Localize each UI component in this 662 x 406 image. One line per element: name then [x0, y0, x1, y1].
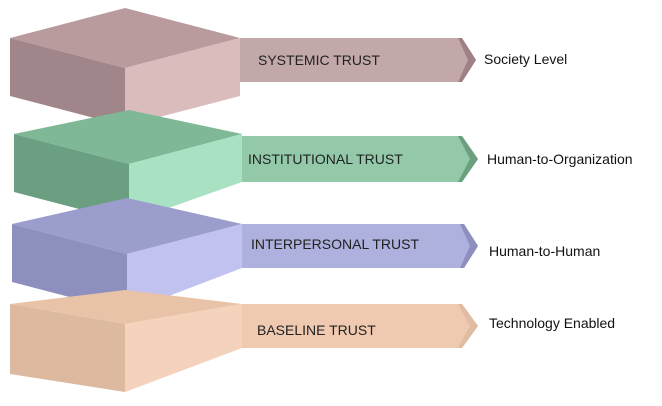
- layer-arrow: [242, 136, 478, 182]
- layer-arrow: [240, 38, 476, 82]
- layer-label: INSTITUTIONAL TRUST: [248, 151, 403, 167]
- layer-institutional-trust: INSTITUTIONAL TRUST Human-to-Organizatio…: [14, 110, 633, 222]
- chevron-right-icon: [460, 224, 478, 268]
- layer-block-top: [12, 198, 242, 254]
- chevron-right-icon: [458, 304, 478, 348]
- layer-level-label: Technology Enabled: [489, 315, 615, 331]
- layer-block-front: [125, 304, 242, 392]
- layer-level-label: Society Level: [484, 51, 567, 67]
- layer-block-front: [125, 38, 240, 126]
- layer-label: SYSTEMIC TRUST: [258, 52, 380, 68]
- layer-block-side: [14, 134, 129, 222]
- layer-systemic-trust: SYSTEMIC TRUST Society Level: [10, 8, 567, 126]
- layer-arrow: [242, 304, 478, 348]
- layer-baseline-trust: BASELINE TRUST Technology Enabled: [10, 290, 615, 392]
- layer-block-side: [10, 304, 125, 392]
- chevron-right-icon: [458, 136, 478, 182]
- layer-interpersonal-trust: INTERPERSONAL TRUST Human-to-Human: [12, 198, 600, 312]
- layer-arrow: [242, 224, 478, 268]
- layer-level-label: Human-to-Organization: [487, 151, 633, 167]
- layer-block-top: [14, 110, 242, 164]
- layer-label: BASELINE TRUST: [257, 322, 376, 338]
- layer-block-side: [10, 38, 125, 126]
- layer-block-side: [12, 224, 127, 312]
- chevron-right-icon: [458, 38, 476, 82]
- layer-label: INTERPERSONAL TRUST: [251, 236, 419, 252]
- layer-block-front: [129, 134, 242, 222]
- layer-block-front: [127, 224, 242, 312]
- layer-level-label: Human-to-Human: [489, 243, 600, 259]
- layer-block-top: [10, 290, 242, 324]
